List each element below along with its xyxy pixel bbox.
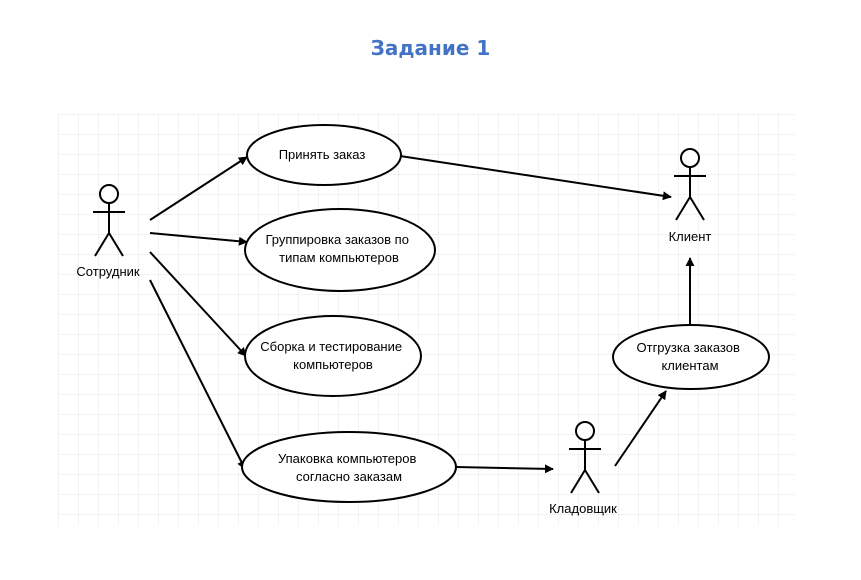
actor-employee[interactable]: [93, 184, 125, 257]
actor-employee-label: Сотрудник: [76, 264, 139, 279]
use-case-shipment[interactable]: Отгрузка заказов клиентам: [612, 324, 770, 390]
actor-storekeeper[interactable]: [569, 421, 601, 494]
arrow-employee-packing: [149, 279, 246, 470]
use-case-packing[interactable]: Упаковка компьютеров согласно заказам: [241, 431, 457, 503]
use-case-accept-order[interactable]: Принять заказ: [246, 124, 402, 186]
actor-employee-head: [99, 184, 119, 204]
actor-client-label: Клиент: [669, 229, 712, 244]
actor-storekeeper-label: Кладовщик: [549, 501, 617, 516]
use-case-group-orders-label: Группировка заказов по типам компьютеров: [265, 232, 412, 265]
arrow-packing-storekeeper: [455, 464, 554, 474]
actor-client[interactable]: [674, 148, 706, 221]
use-case-shipment-label: Отгрузка заказов клиентам: [637, 340, 744, 373]
actor-storekeeper-head: [575, 421, 595, 441]
arrow-employee-assembly: [149, 251, 247, 357]
arrow-accept-order-client: [399, 155, 672, 201]
actor-client-head: [680, 148, 700, 168]
use-case-accept-order-label: Принять заказ: [279, 147, 366, 162]
arrow-storekeeper-shipment: [614, 390, 667, 467]
arrow-employee-group-orders: [149, 232, 248, 246]
use-case-group-orders[interactable]: Группировка заказов по типам компьютеров: [244, 208, 436, 292]
task-heading: Задание 1: [370, 36, 491, 60]
use-case-packing-label: Упаковка компьютеров согласно заказам: [278, 451, 420, 484]
use-case-assembly[interactable]: Сборка и тестирование компьютеров: [244, 315, 422, 397]
use-case-assembly-label: Сборка и тестирование компьютеров: [260, 339, 405, 372]
arrow-employee-accept-order: [149, 156, 248, 221]
